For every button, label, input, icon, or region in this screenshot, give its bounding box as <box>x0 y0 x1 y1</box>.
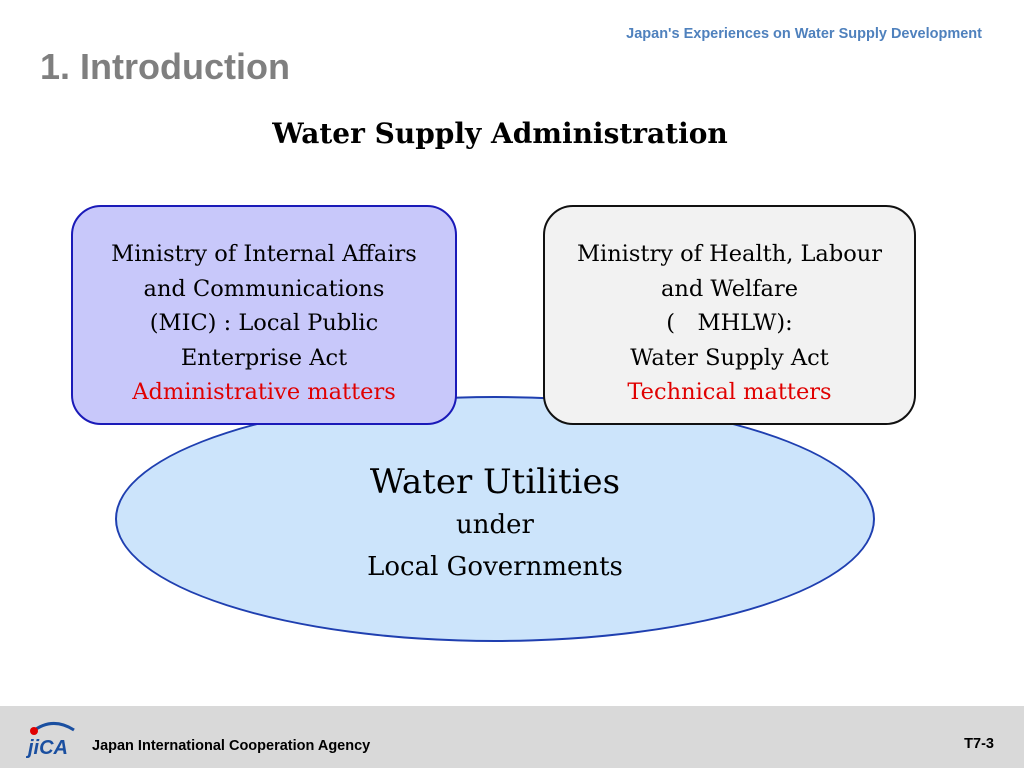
utilities-line-1: Water Utilities <box>369 462 621 502</box>
jica-logo-icon: jiCA <box>26 722 75 758</box>
header-tagline: Japan's Experiences on Water Supply Deve… <box>626 26 982 42</box>
mic-line-1: Ministry of Internal Affairs <box>111 241 417 267</box>
footer-bar: jiCA Japan International Cooperation Age… <box>0 706 1024 768</box>
mic-matters: Administrative matters <box>132 379 396 405</box>
utilities-line-3: Local Governments <box>367 552 623 582</box>
mhlw-line-4: Water Supply Act <box>630 344 829 371</box>
mic-line-2: and Communications <box>143 275 385 302</box>
page-number: T7-3 <box>964 736 994 752</box>
mhlw-box: Ministry of Health, Labour and Welfare (… <box>543 205 916 425</box>
mhlw-line-2: and Welfare <box>660 275 799 302</box>
diagram-title: Water Supply Administration <box>272 117 728 150</box>
mhlw-line-1: Ministry of Health, Labour <box>576 241 883 267</box>
svg-text:jiCA: jiCA <box>26 737 68 758</box>
slide-title: 1. Introduction <box>40 46 290 87</box>
water-utilities-label: Water Utilities under Local Governments <box>115 460 875 588</box>
utilities-line-2: under <box>456 510 534 540</box>
mic-line-3: (MIC) : Local Public <box>149 310 379 336</box>
mic-box: Ministry of Internal Affairs and Communi… <box>71 205 457 425</box>
mhlw-line-3: ( MHLW): <box>666 310 793 336</box>
mic-line-4: Enterprise Act <box>180 344 348 371</box>
mhlw-matters: Technical matters <box>627 379 832 405</box>
water-utilities-ellipse <box>115 396 875 642</box>
footer-agency-name: Japan International Cooperation Agency <box>92 738 371 754</box>
